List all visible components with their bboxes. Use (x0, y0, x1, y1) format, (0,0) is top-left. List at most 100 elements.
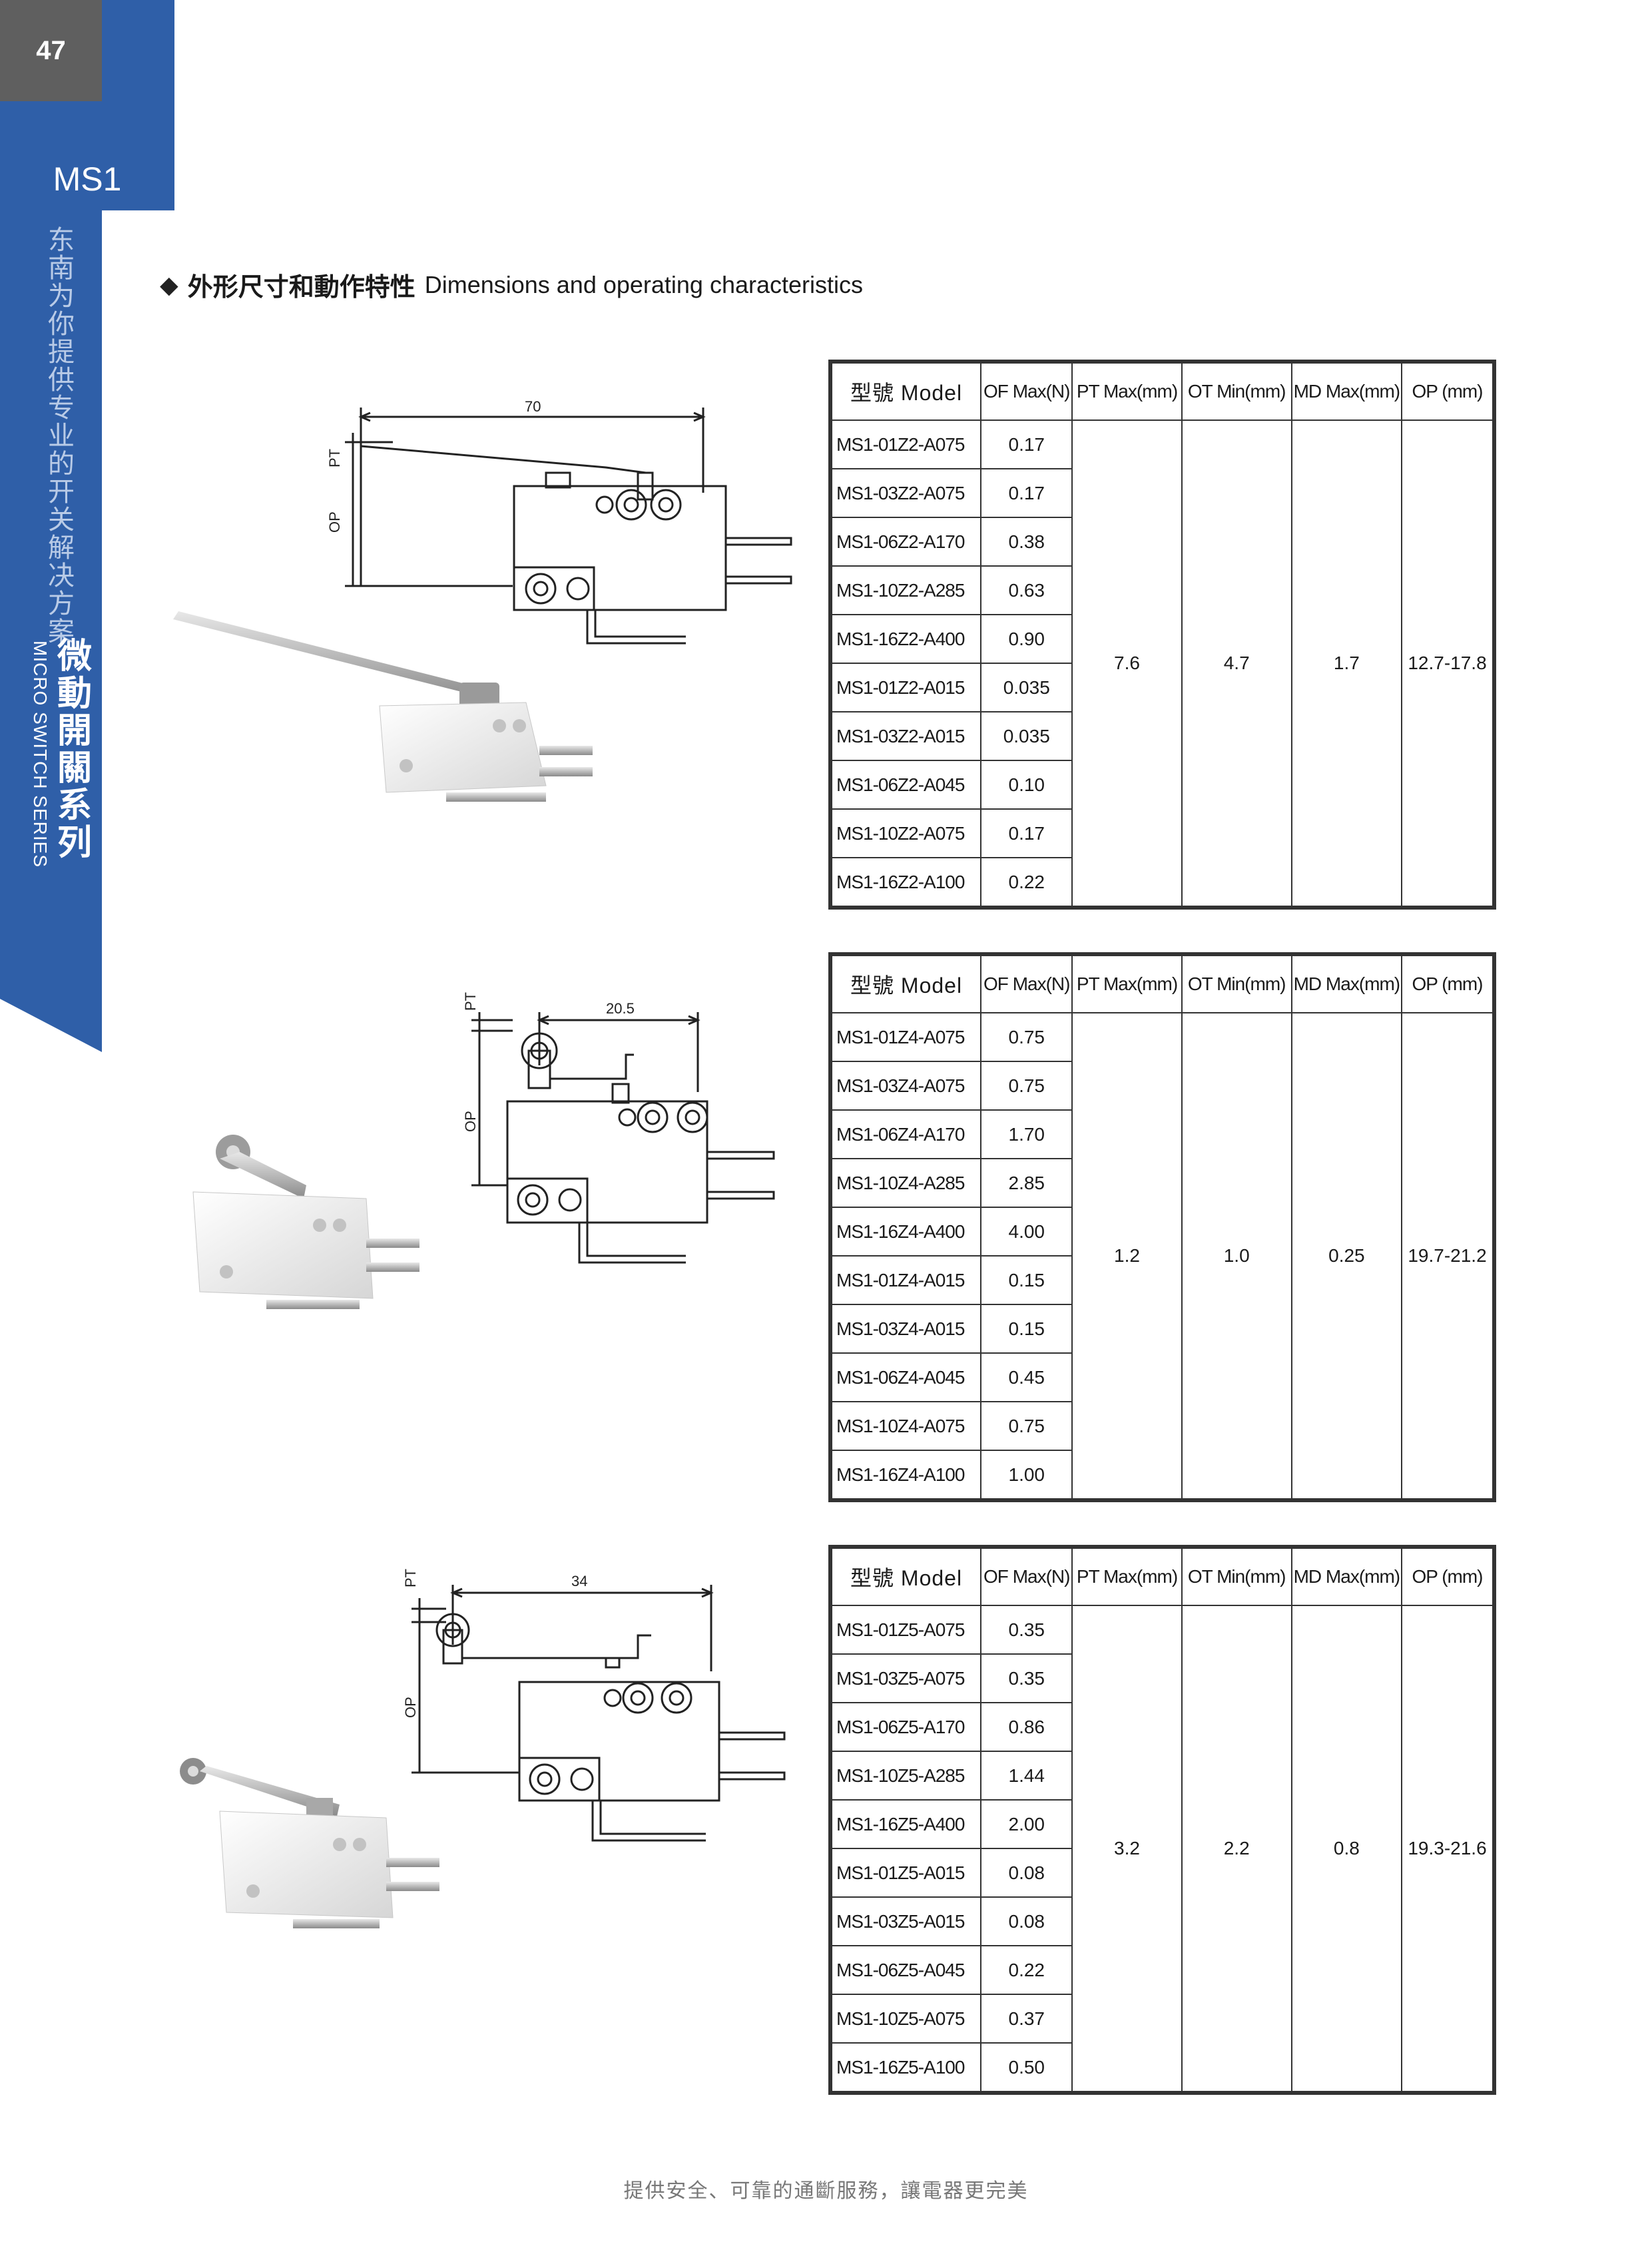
of-cell: 0.22 (980, 857, 1073, 908)
header-ot: OT Min(mm) (1181, 1546, 1292, 1606)
dimension-drawing-short-roller: 20.5 PT OP (462, 992, 775, 1264)
of-cell: 1.44 (980, 1751, 1073, 1801)
series-code: MS1 (53, 160, 122, 198)
md-cell: 0.25 (1290, 1012, 1403, 1501)
dimension-drawing-long-lever: 70 PT OP (326, 398, 792, 645)
dim-length-label: 70 (525, 398, 541, 415)
dim-length-label: 20.5 (606, 1000, 635, 1017)
model-cell: MS1-01Z5-A015 (829, 1848, 982, 1898)
ot-cell: 4.7 (1181, 420, 1292, 908)
header-model: 型號 Model (829, 361, 982, 421)
series-name-en: MICRO SWITCH SERIES (30, 641, 51, 868)
of-cell: 0.15 (980, 1304, 1073, 1354)
ot-cell: 2.2 (1181, 1605, 1292, 2094)
of-cell: 0.08 (980, 1896, 1073, 1946)
section-heading: ◆ 外形尺寸和動作特性 Dimensions and operating cha… (160, 266, 863, 303)
of-cell: 1.70 (980, 1109, 1073, 1159)
model-cell: MS1-16Z5-A100 (829, 2042, 982, 2094)
header-md: MD Max(mm) (1290, 361, 1403, 421)
product-photo-short-roller (192, 1135, 419, 1309)
header-md: MD Max(mm) (1290, 954, 1403, 1013)
of-cell: 0.75 (980, 1401, 1073, 1451)
model-cell: MS1-10Z4-A285 (829, 1158, 982, 1208)
of-cell: 0.63 (980, 565, 1073, 615)
of-cell: 0.37 (980, 1994, 1073, 2044)
model-cell: MS1-06Z4-A045 (829, 1352, 982, 1402)
header-op: OP (mm) (1401, 1546, 1495, 1606)
model-cell: MS1-16Z2-A400 (829, 614, 982, 664)
header-op: OP (mm) (1401, 361, 1495, 421)
spec-table-group-3: 型號 Model OF Max(N) PT Max(mm) OT Min(mm)… (828, 1545, 1496, 2095)
table-header-row: 型號 Model OF Max(N) PT Max(mm) OT Min(mm)… (829, 361, 1495, 421)
page-number: 47 (0, 0, 102, 101)
of-cell: 0.35 (980, 1653, 1073, 1703)
of-cell: 2.00 (980, 1799, 1073, 1849)
model-cell: MS1-06Z4-A170 (829, 1109, 982, 1159)
model-cell: MS1-01Z2-A075 (829, 420, 982, 469)
model-cell: MS1-10Z2-A285 (829, 565, 982, 615)
model-cell: MS1-03Z4-A015 (829, 1304, 982, 1354)
of-cell: 0.86 (980, 1702, 1073, 1752)
table-row: MS1-01Z5-A075 0.35 3.2 2.2 0.8 19.3-21.6 (829, 1605, 1495, 2094)
pt-cell: 3.2 (1071, 1605, 1183, 2094)
model-cell: MS1-03Z5-A015 (829, 1896, 982, 1946)
dim-pt-label: PT (402, 1569, 419, 1587)
header-pt: PT Max(mm) (1071, 1546, 1183, 1606)
model-cell: MS1-06Z5-A045 (829, 1945, 982, 1995)
dim-op-label: OP (402, 1697, 419, 1718)
pt-cell: 7.6 (1071, 420, 1183, 908)
of-cell: 0.17 (980, 808, 1073, 858)
of-cell: 0.45 (980, 1352, 1073, 1402)
md-cell: 0.8 (1290, 1605, 1403, 2094)
of-cell: 2.85 (980, 1158, 1073, 1208)
header-ot: OT Min(mm) (1181, 361, 1292, 421)
model-cell: MS1-10Z2-A075 (829, 808, 982, 858)
dim-pt-label: PT (326, 449, 343, 467)
op-cell: 19.3-21.6 (1401, 1605, 1495, 2094)
of-cell: 0.75 (980, 1012, 1073, 1062)
model-cell: MS1-06Z2-A045 (829, 760, 982, 810)
op-cell: 12.7-17.8 (1401, 420, 1495, 908)
table-header-row: 型號 Model OF Max(N) PT Max(mm) OT Min(mm)… (829, 954, 1495, 1013)
model-cell: MS1-10Z5-A075 (829, 1994, 982, 2044)
model-cell: MS1-03Z5-A075 (829, 1653, 982, 1703)
of-cell: 0.22 (980, 1945, 1073, 1995)
footer-slogan: 提供安全、可靠的通斷服務，讓電器更完美 (623, 2180, 1029, 2202)
table-header-row: 型號 Model OF Max(N) PT Max(mm) OT Min(mm)… (829, 1546, 1495, 1606)
model-cell: MS1-06Z5-A170 (829, 1702, 982, 1752)
header-of: OF Max(N) (980, 954, 1073, 1013)
series-name-cn: 微動開關系列 (57, 637, 93, 862)
sidebar-band (0, 0, 102, 1052)
header-model: 型號 Model (829, 1546, 982, 1606)
model-cell: MS1-06Z2-A170 (829, 517, 982, 567)
of-cell: 0.035 (980, 711, 1073, 761)
product-photo-long-roller (180, 1758, 439, 1928)
header-op: OP (mm) (1401, 954, 1495, 1013)
model-cell: MS1-03Z2-A075 (829, 468, 982, 518)
dim-length-label: 34 (571, 1573, 587, 1589)
pt-cell: 1.2 (1071, 1012, 1183, 1501)
model-cell: MS1-10Z4-A075 (829, 1401, 982, 1451)
dim-op-label: OP (326, 511, 343, 533)
dim-op-label: OP (462, 1111, 479, 1132)
of-cell: 0.90 (980, 614, 1073, 664)
model-cell: MS1-16Z4-A100 (829, 1450, 982, 1501)
of-cell: 4.00 (980, 1207, 1073, 1257)
